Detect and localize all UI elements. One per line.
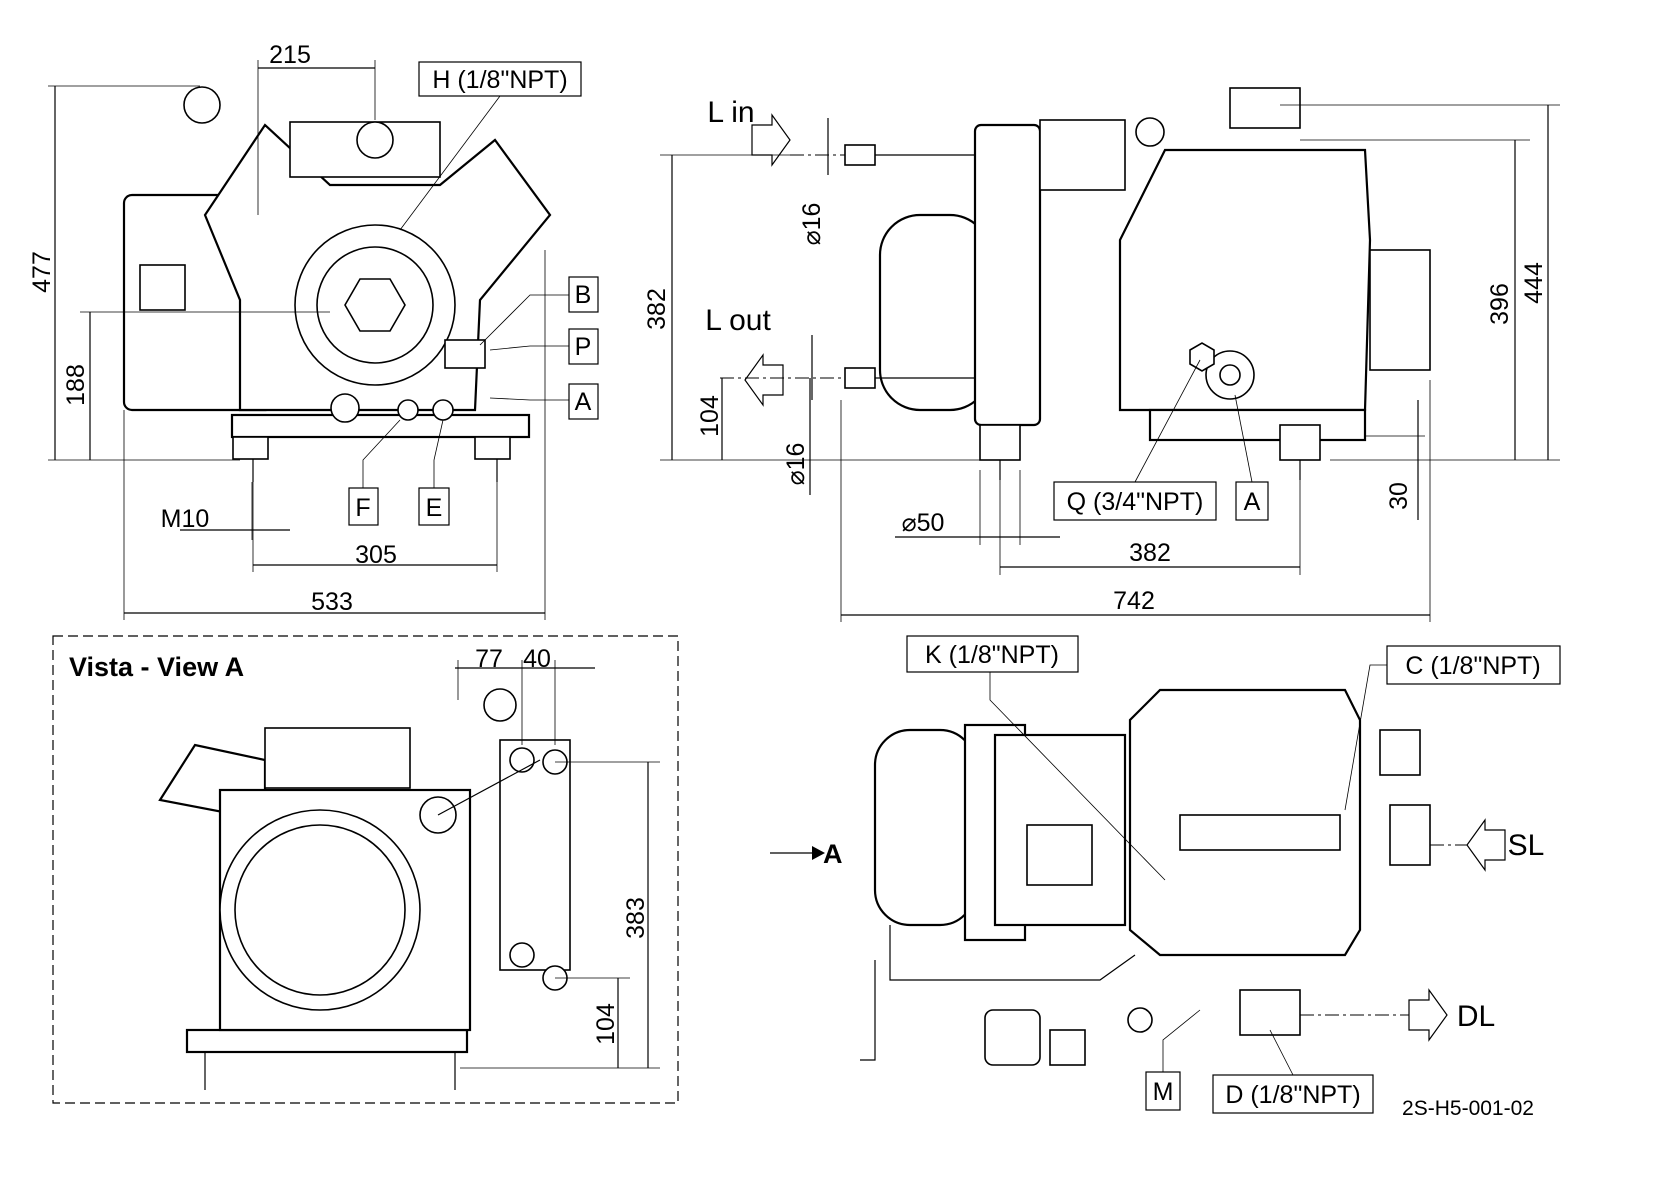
l-in-label: L in (707, 96, 754, 129)
top-view: A SL DL K (1/8"NPT) C (1/8"NPT) M D (1/8… (770, 635, 1561, 1114)
view-a-marker: A (823, 839, 843, 869)
view-a: Vista - View A 77 40 (52, 635, 679, 1104)
callout-h: H (1/8"NPT) (432, 66, 567, 94)
dim-742: 742 (1113, 587, 1155, 615)
sl-label: SL (1508, 829, 1545, 862)
dim-77: 77 (475, 645, 503, 673)
callout-a-front: A (575, 388, 592, 416)
callout-c: C (1/8"NPT) (1405, 652, 1540, 680)
dim-305: 305 (355, 541, 397, 569)
dim-40: 40 (523, 645, 551, 673)
callout-k: K (1/8"NPT) (925, 641, 1059, 669)
front-view: 215 477 188 M10 305 533 H (1/8"NPT) B P … (28, 41, 599, 620)
l-out-label: L out (705, 304, 771, 337)
dim-dia16-out: ⌀16 (782, 443, 810, 486)
dim-dia50: ⌀50 (902, 509, 945, 537)
view-a-title: Vista - View A (69, 652, 244, 682)
dim-382-length: 382 (1129, 539, 1171, 567)
sl-arrow (1466, 818, 1506, 872)
callout-d: D (1/8"NPT) (1225, 1081, 1360, 1109)
callout-a-side: A (1244, 488, 1261, 516)
dim-383: 383 (622, 897, 650, 939)
side-view: L in L out ⌀16 382 104 ⌀16 ⌀50 382 742 3… (643, 87, 1560, 622)
dim-477: 477 (28, 251, 56, 293)
l-in-arrow (751, 113, 791, 167)
callout-q: Q (3/4"NPT) (1067, 488, 1204, 516)
dim-30: 30 (1385, 482, 1413, 510)
dim-104-view-a: 104 (592, 1003, 620, 1045)
view-a-compressor (158, 688, 571, 1090)
top-view-compressor (860, 688, 1431, 1066)
dim-188: 188 (62, 364, 90, 406)
dim-382-height: 382 (643, 288, 671, 330)
dim-396: 396 (1486, 283, 1514, 325)
dim-533: 533 (311, 588, 353, 616)
callout-p: P (575, 333, 592, 361)
callout-m: M (1153, 1078, 1174, 1106)
view-a-frame (52, 635, 679, 1104)
dim-215: 215 (269, 41, 311, 69)
dim-444: 444 (1520, 262, 1548, 304)
dl-arrow (1408, 988, 1448, 1042)
callout-e: E (426, 494, 443, 522)
l-out-arrow (744, 353, 784, 407)
dim-m10: M10 (161, 505, 210, 533)
callout-f: F (355, 494, 370, 522)
dl-label: DL (1457, 1000, 1495, 1033)
side-view-compressor (844, 87, 1431, 480)
callout-b: B (575, 281, 592, 309)
front-view-compressor (122, 86, 552, 482)
dim-104-side: 104 (696, 395, 724, 437)
dim-dia16-in: ⌀16 (798, 203, 826, 246)
drawing-number: 2S-H5-001-02 (1402, 1097, 1534, 1120)
